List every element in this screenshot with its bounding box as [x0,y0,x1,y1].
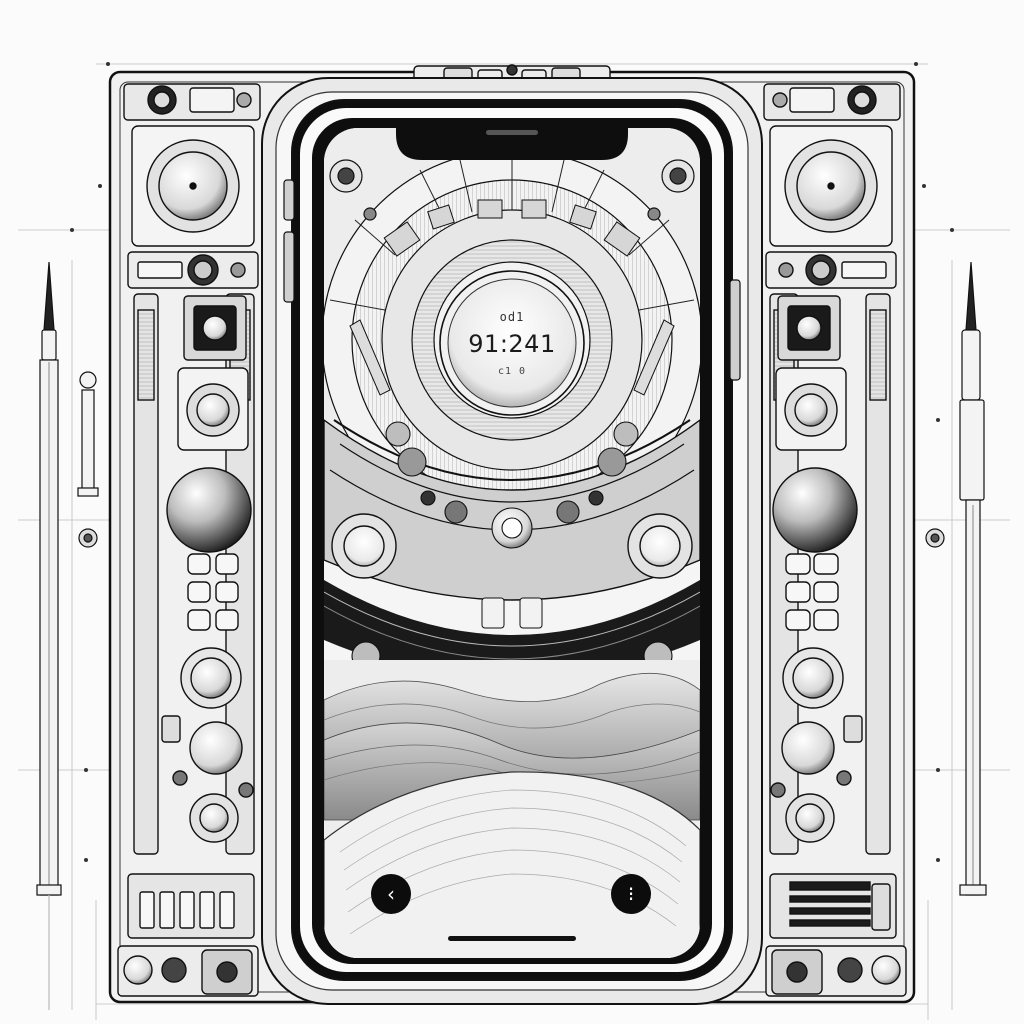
options-button[interactable]: ⁝ [611,874,651,914]
home-indicator[interactable] [448,936,576,941]
clock-widget: od1 91:241 c1 0 [447,278,577,408]
left-control-panel [117,83,261,997]
back-button[interactable]: ‹ [371,874,411,914]
clock-bottom-label: c1 0 [497,365,527,377]
guide-lines [18,63,1010,1020]
phone-notch [396,118,628,160]
side-buttons [283,179,741,381]
clock-top-label: od1 [499,309,525,324]
chevron-left-icon: ‹ [387,882,395,906]
left-syringe [77,371,99,548]
left-stylus [36,261,62,1010]
clock-time: 91:241 [468,329,556,358]
right-control-panel [763,83,907,997]
right-stylus [925,261,987,896]
screen-artwork [324,128,700,958]
dots-vertical-icon: ⁝ [627,882,635,906]
